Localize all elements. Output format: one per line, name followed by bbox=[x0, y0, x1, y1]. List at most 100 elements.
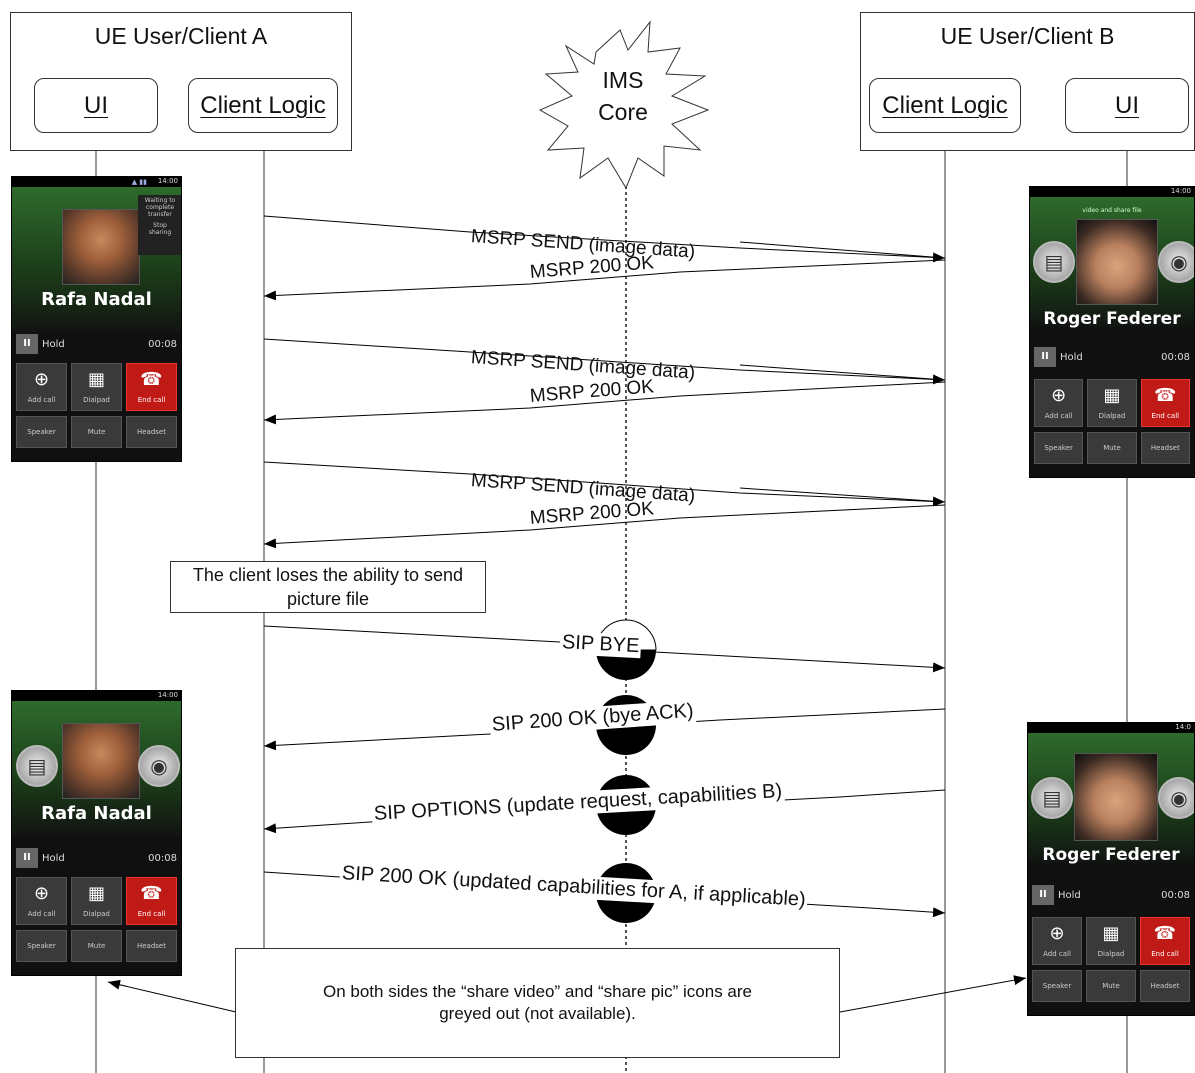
signal-icon: ▲ ▮▮ bbox=[131, 178, 147, 186]
phone-b-before: 14:00 video and share file ▤ ◉ Roger Fed… bbox=[1029, 186, 1195, 478]
add-call-button[interactable]: ⊕Add call bbox=[16, 363, 67, 411]
hangup-icon: ☎ bbox=[140, 883, 163, 904]
client-b-ui: UI bbox=[1065, 78, 1189, 133]
pointer-right bbox=[839, 975, 1027, 1013]
hold-button[interactable]: II bbox=[1032, 885, 1054, 905]
client-a-ui: UI bbox=[34, 78, 158, 133]
call-buttons: ⊕Add call ▦Dialpad ☎End call Speaker Mut… bbox=[16, 363, 177, 448]
mute-button[interactable]: Mute bbox=[1086, 970, 1136, 1002]
overlay-line-3: transfer bbox=[148, 211, 172, 218]
call-buttons: ⊕Add call ▦Dialpad ☎End call Speaker Mut… bbox=[1034, 379, 1190, 464]
caller-name: Rafa Nadal bbox=[41, 289, 152, 310]
hold-button[interactable]: II bbox=[16, 334, 38, 354]
arrow-msg-3b bbox=[739, 364, 946, 381]
arrow-msg-1b bbox=[739, 241, 946, 259]
phone-a-after: 14:00 ▤ ◉ Rafa Nadal II Hold 00:08 ⊕Add … bbox=[11, 690, 182, 976]
hangup-icon: ☎ bbox=[140, 369, 163, 390]
speaker-button[interactable]: Speaker bbox=[16, 416, 67, 448]
note-lose-ability: The client loses the ability to send pic… bbox=[170, 561, 486, 613]
plus-icon: ⊕ bbox=[1049, 923, 1065, 944]
hangup-icon: ☎ bbox=[1153, 923, 1177, 944]
share-pic-icon[interactable]: ▤ bbox=[1031, 777, 1073, 819]
overlay-line-4: Stop bbox=[153, 222, 167, 229]
transfer-status-overlay: Waiting to complete transfer Stop sharin… bbox=[138, 195, 181, 255]
add-call-button[interactable]: ⊕Add call bbox=[1032, 917, 1082, 965]
hold-label: Hold bbox=[42, 339, 65, 350]
add-call-button[interactable]: ⊕Add call bbox=[1034, 379, 1084, 427]
arrow-msg-4 bbox=[263, 381, 946, 425]
call-timer: 00:08 bbox=[1161, 890, 1190, 901]
note-greyed-line2: greyed out (not available). bbox=[439, 1004, 636, 1023]
arrow-msg-2 bbox=[263, 259, 946, 301]
dialpad-button[interactable]: ▦Dialpad bbox=[71, 363, 122, 411]
plus-icon: ⊕ bbox=[33, 883, 50, 904]
note-greyed-line1: On both sides the “share video” and “sha… bbox=[322, 982, 752, 1001]
status-bar: 14:00 bbox=[12, 177, 181, 187]
ims-core-cloud-shape bbox=[538, 20, 710, 190]
contact-photo bbox=[62, 209, 140, 285]
share-pic-icon[interactable]: ▤ bbox=[1033, 241, 1075, 283]
mute-button[interactable]: Mute bbox=[71, 930, 122, 962]
add-call-button[interactable]: ⊕Add call bbox=[16, 877, 67, 925]
client-b-logic: Client Logic bbox=[869, 78, 1021, 133]
arrow-msg-1 bbox=[263, 215, 946, 263]
end-call-button[interactable]: ☎End call bbox=[126, 363, 177, 411]
arrow-msg-3 bbox=[263, 338, 946, 385]
speaker-button[interactable]: Speaker bbox=[16, 930, 67, 962]
status-bar: 14:00 bbox=[1030, 187, 1194, 197]
status-clock: 14:00 bbox=[157, 691, 178, 699]
plus-icon: ⊕ bbox=[1051, 385, 1067, 406]
share-video-icon[interactable]: ◉ bbox=[138, 745, 180, 787]
headset-button[interactable]: Headset bbox=[126, 416, 177, 448]
overlay-line-1: Waiting to bbox=[144, 197, 176, 204]
client-a-title: UE User/Client A bbox=[94, 23, 268, 49]
dialpad-button[interactable]: ▦Dialpad bbox=[1086, 917, 1136, 965]
ims-core-line1: IMS bbox=[602, 67, 644, 93]
ims-core-label: IMS Core bbox=[585, 64, 661, 128]
contact-photo bbox=[1074, 753, 1158, 841]
headset-button[interactable]: Headset bbox=[126, 930, 177, 962]
share-video-icon[interactable]: ◉ bbox=[1158, 241, 1194, 283]
hold-button[interactable]: II bbox=[1034, 347, 1056, 367]
end-call-button[interactable]: ☎End call bbox=[1140, 917, 1190, 965]
share-pic-icon[interactable]: ▤ bbox=[16, 745, 58, 787]
share-video-icon[interactable]: ◉ bbox=[1158, 777, 1194, 819]
hold-row: II Hold 00:08 bbox=[1034, 347, 1190, 369]
hold-label: Hold bbox=[1060, 352, 1083, 363]
dialpad-button[interactable]: ▦Dialpad bbox=[71, 877, 122, 925]
overlay-line-2: complete bbox=[145, 204, 175, 211]
end-call-button[interactable]: ☎End call bbox=[126, 877, 177, 925]
overlay-line-5: sharing bbox=[148, 229, 172, 236]
client-a-logic: Client Logic bbox=[188, 78, 338, 133]
hold-row: II Hold 00:08 bbox=[16, 334, 177, 356]
dialpad-icon: ▦ bbox=[1103, 385, 1121, 406]
headset-button[interactable]: Headset bbox=[1140, 970, 1190, 1002]
note-greyed-out: On both sides the “share video” and “sha… bbox=[235, 948, 840, 1058]
ims-core-line2: Core bbox=[598, 99, 648, 125]
dialpad-icon: ▦ bbox=[87, 883, 105, 904]
end-call-button[interactable]: ☎End call bbox=[1140, 379, 1190, 427]
caller-name: Roger Federer bbox=[1043, 309, 1181, 329]
dialpad-button[interactable]: ▦Dialpad bbox=[1087, 379, 1137, 427]
mute-button[interactable]: Mute bbox=[1087, 432, 1137, 464]
speaker-button[interactable]: Speaker bbox=[1032, 970, 1082, 1002]
status-bar: 14:0 bbox=[1028, 723, 1194, 733]
call-timer: 00:08 bbox=[1161, 352, 1190, 363]
caller-name: Rafa Nadal bbox=[41, 803, 152, 824]
arrow-msg-5b bbox=[739, 487, 946, 503]
hold-row: II Hold 00:08 bbox=[1032, 885, 1190, 907]
call-buttons: ⊕Add call ▦Dialpad ☎End call Speaker Mut… bbox=[16, 877, 177, 962]
status-clock: 14:00 bbox=[1170, 187, 1191, 195]
caller-name: Roger Federer bbox=[1042, 845, 1180, 865]
call-buttons: ⊕Add call ▦Dialpad ☎End call Speaker Mut… bbox=[1032, 917, 1190, 1002]
hold-label: Hold bbox=[42, 853, 65, 864]
arrow-msg-6 bbox=[263, 504, 946, 549]
headset-button[interactable]: Headset bbox=[1140, 432, 1190, 464]
client-b-title: UE User/Client B bbox=[940, 23, 1115, 49]
dialpad-icon: ▦ bbox=[87, 369, 105, 390]
status-clock: 14:00 bbox=[157, 177, 178, 185]
mute-button[interactable]: Mute bbox=[71, 416, 122, 448]
hangup-icon: ☎ bbox=[1154, 385, 1177, 406]
hold-button[interactable]: II bbox=[16, 848, 38, 868]
speaker-button[interactable]: Speaker bbox=[1034, 432, 1084, 464]
